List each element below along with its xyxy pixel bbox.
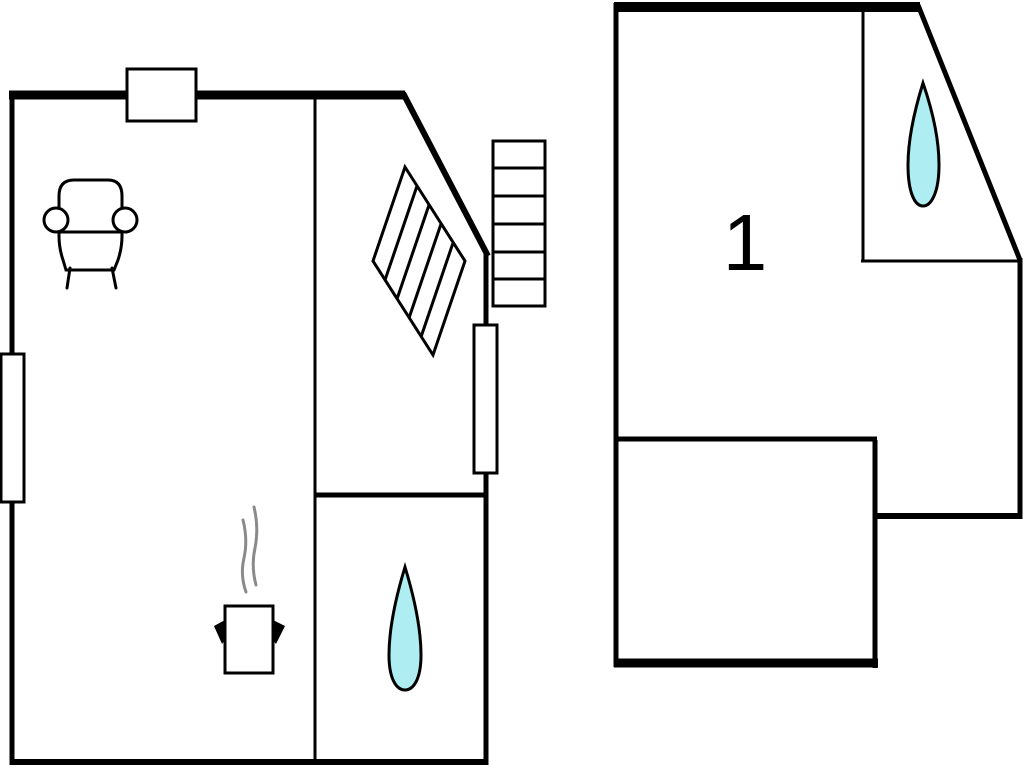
stairs-icon	[371, 163, 467, 359]
water-drop-icon	[387, 561, 423, 692]
floor-plan-upper: 1	[613, 2, 1023, 668]
water-drop-icon	[906, 78, 941, 208]
armchair-icon	[42, 178, 139, 290]
window-right	[472, 323, 499, 475]
interior-walls	[313, 98, 486, 762]
floor-plan-ground	[0, 67, 547, 765]
interior-walls	[616, 10, 1020, 442]
cooking-pot-icon	[214, 505, 285, 675]
outer-walls	[613, 2, 1023, 668]
room-number-label: 1	[723, 198, 768, 287]
window-top	[125, 67, 198, 123]
window-left	[0, 352, 26, 504]
stairs-icon	[491, 139, 547, 308]
